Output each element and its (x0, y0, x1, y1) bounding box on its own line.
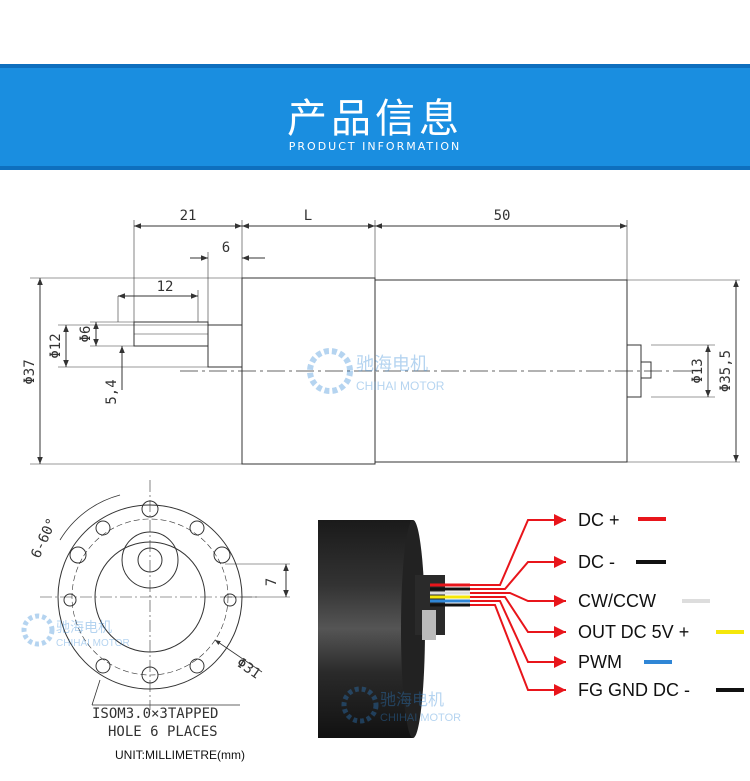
dim-shaft-diameter: Φ6 (78, 326, 94, 343)
note-line-1: ISOM3.0×3TAPPED (92, 706, 218, 722)
svg-text:驰海电机: 驰海电机 (380, 690, 444, 709)
unit-note: UNIT:MILLIMETRE(mm) (115, 748, 245, 762)
watermark-side: 驰海电机 CHIHAI MOTOR (307, 348, 445, 394)
wire-label-cw-ccw: CW/CCW (578, 591, 656, 611)
dim-body-diameter: Φ37 (22, 359, 38, 384)
dim-pcd: Φ31 (233, 655, 263, 683)
wire-label-pwm: PWM (578, 652, 622, 672)
front-view (40, 480, 290, 710)
watermark-wiring: 驰海电机 CHIHAI MOTOR (341, 686, 461, 724)
wire-color-swatches (636, 517, 744, 692)
svg-text:驰海电机: 驰海电机 (56, 620, 112, 636)
wire-label-fg-gnd: FG GND DC - (578, 680, 690, 700)
dim-offset: 7 (264, 578, 280, 586)
svg-text:CHIHAI MOTOR: CHIHAI MOTOR (380, 712, 461, 724)
wiring-labels: DC + DC - CW/CCW OUT DC 5V + PWM FG GND … (578, 510, 690, 700)
output-hub (207, 324, 243, 368)
dim-flat-length: 6 (222, 240, 230, 256)
wire-label-dc-plus: DC + (578, 510, 620, 530)
rear-stub (640, 361, 652, 379)
wire-label-dc-minus: DC - (578, 552, 615, 572)
note-line-2: HOLE 6 PLACES (108, 724, 218, 740)
mount-holes (63, 500, 237, 684)
motor-photo (318, 520, 470, 738)
dim-shaft-length: 12 (157, 279, 174, 295)
dim-motor-length: 50 (494, 208, 511, 224)
watermark-en: CHIHAI MOTOR (356, 379, 445, 393)
page-title: 产品信息 (287, 96, 463, 142)
page-subtitle: PRODUCT INFORMATION (288, 140, 462, 153)
watermark-front: 驰海电机 CHIHAI MOTOR (21, 613, 130, 649)
dim-angle: 6-60° (28, 516, 60, 561)
wire-leaders (470, 514, 566, 696)
header-banner: 产品信息 PRODUCT INFORMATION (0, 64, 750, 170)
dim-rear-diameter: Φ13 (690, 358, 706, 383)
wire-label-out-5v: OUT DC 5V + (578, 622, 689, 642)
dim-motor-diameter: Φ35,5 (718, 350, 734, 392)
svg-text:CHIHAI MOTOR: CHIHAI MOTOR (56, 638, 130, 649)
watermark-cn: 驰海电机 (356, 354, 428, 375)
wire-bundle (430, 583, 470, 607)
side-view (30, 220, 740, 465)
dim-hub-diameter: Φ12 (48, 333, 64, 358)
dim-flat-depth: 5,4 (104, 379, 120, 404)
dim-gear-length: 21 (180, 208, 197, 224)
dim-body-length: L (304, 208, 312, 224)
